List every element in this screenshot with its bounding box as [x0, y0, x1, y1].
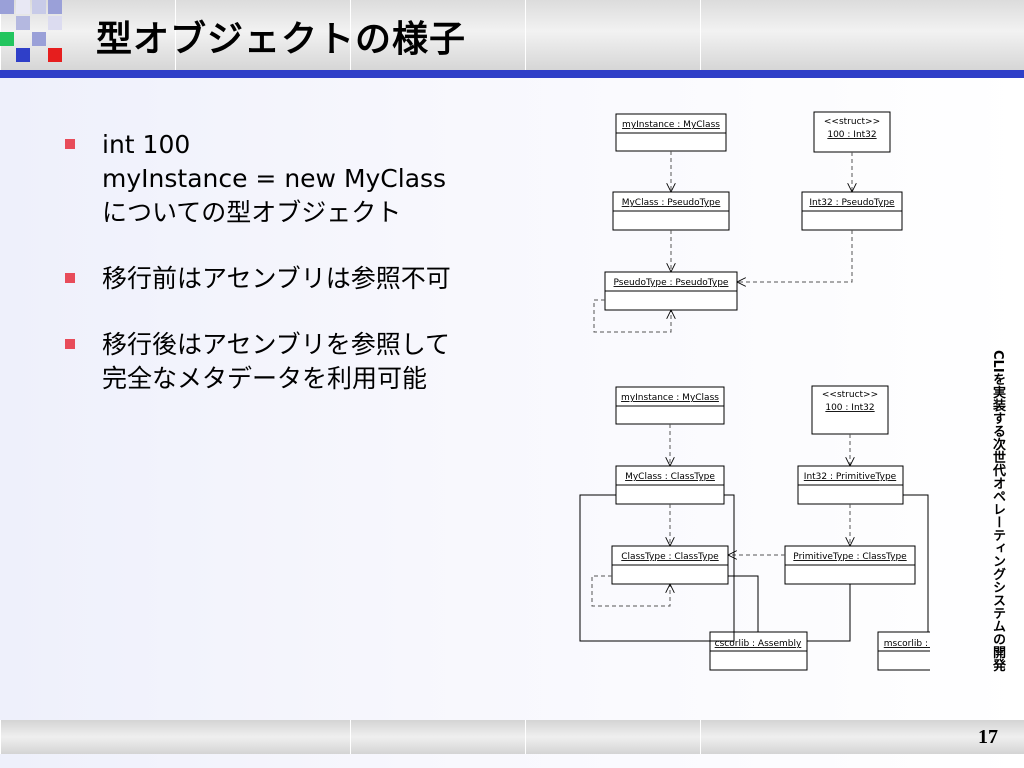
diagram-after: myInstance : MyClass <<struct>> 100 : In… [579, 385, 930, 671]
box-myclass: MyClass : PseudoType [612, 191, 730, 231]
box-mscorlib: mscorlib : Assembly [877, 631, 930, 671]
bullet-item: int 100 myInstance = new MyClass についての型オ… [62, 128, 532, 230]
box-label: Int32 : PrimitiveType [804, 472, 897, 482]
box-label: myInstance : MyClass [622, 120, 720, 130]
bullet-text: int 100 [102, 130, 191, 159]
box-label: MyClass : ClassType [625, 472, 715, 482]
side-caption: CLIを実装する次世代オペレーティングシステムの開発 [990, 350, 1005, 672]
box-label: cscorlib : Assembly [715, 639, 802, 649]
bullet-text: myInstance = new MyClass [102, 164, 447, 193]
object-diagrams: myInstance : MyClass <<struct>> 100 : In… [579, 111, 930, 671]
box-int32: Int32 : PseudoType [801, 191, 903, 231]
bullet-list: int 100 myInstance = new MyClass についての型オ… [62, 128, 532, 428]
logo-square [48, 16, 62, 30]
logo-square [16, 0, 30, 14]
logo-square [0, 0, 14, 14]
footer-panel [0, 720, 351, 754]
bullet-marker [65, 273, 75, 283]
header-panel [700, 0, 1024, 70]
slide-header: 型オブジェクトの様子 [0, 0, 1024, 78]
box-label: MyClass : PseudoType [622, 198, 721, 208]
box-myinstance: myInstance : MyClass [615, 386, 725, 425]
bullet-marker [65, 139, 75, 149]
box-label: ClassType : ClassType [621, 552, 719, 562]
bullet-text: 移行前はアセンブリは参照不可 [102, 264, 451, 293]
box-pseudotype: PseudoType : PseudoType [604, 271, 738, 311]
box-label: PrimitiveType : ClassType [793, 552, 907, 562]
instance-of-arrows [593, 151, 852, 333]
box-int32: Int32 : PrimitiveType [797, 465, 904, 505]
box-label: Int32 : PseudoType [809, 198, 895, 208]
logo-square [32, 0, 46, 14]
box-stereotype: <<struct>> [822, 390, 878, 400]
header-panel [175, 0, 351, 70]
bullet-item: 移行後はアセンブリを参照して 完全なメタデータを利用可能 [62, 328, 532, 396]
bullet-item: 移行前はアセンブリは参照不可 [62, 262, 532, 296]
bullet-marker [65, 339, 75, 349]
box-label: myInstance : MyClass [621, 393, 719, 403]
header-accent-strip [0, 70, 1024, 78]
header-panel [525, 0, 701, 70]
box-myinstance: myInstance : MyClass [615, 113, 727, 152]
logo-square [16, 48, 30, 62]
box-int-value: <<struct>> 100 : Int32 [813, 111, 891, 153]
box-stereotype: <<struct>> [824, 117, 880, 127]
bullet-text: についての型オブジェクト [102, 198, 402, 227]
box-myclass: MyClass : ClassType [615, 465, 725, 505]
box-int-value: <<struct>> 100 : Int32 [811, 385, 889, 435]
box-cscorlib: cscorlib : Assembly [709, 631, 808, 671]
assembly-links [579, 494, 929, 642]
box-classtype: ClassType : ClassType [611, 545, 729, 585]
footer-panel [525, 720, 701, 754]
footer-panel [350, 720, 526, 754]
page-number: 17 [978, 726, 998, 748]
logo-square [32, 32, 46, 46]
slide-footer [0, 720, 1024, 754]
footer-panel [700, 720, 1024, 754]
slide-title: 型オブジェクトの様子 [96, 19, 467, 60]
diagram-before: myInstance : MyClass <<struct>> 100 : In… [593, 111, 903, 333]
box-label: 100 : Int32 [827, 130, 876, 140]
logo-square [48, 48, 62, 62]
logo-square [48, 0, 62, 14]
bullet-text: 移行後はアセンブリを参照して [102, 330, 451, 359]
box-label: PseudoType : PseudoType [614, 278, 729, 288]
logo-square [16, 16, 30, 30]
logo-square [0, 32, 14, 46]
instance-of-arrows [591, 424, 850, 607]
header-panel [350, 0, 526, 70]
bullet-text: 完全なメタデータを利用可能 [102, 364, 428, 393]
box-label: mscorlib : Assembly [884, 639, 930, 649]
box-label: 100 : Int32 [825, 403, 874, 413]
box-primitivetype: PrimitiveType : ClassType [784, 545, 916, 585]
